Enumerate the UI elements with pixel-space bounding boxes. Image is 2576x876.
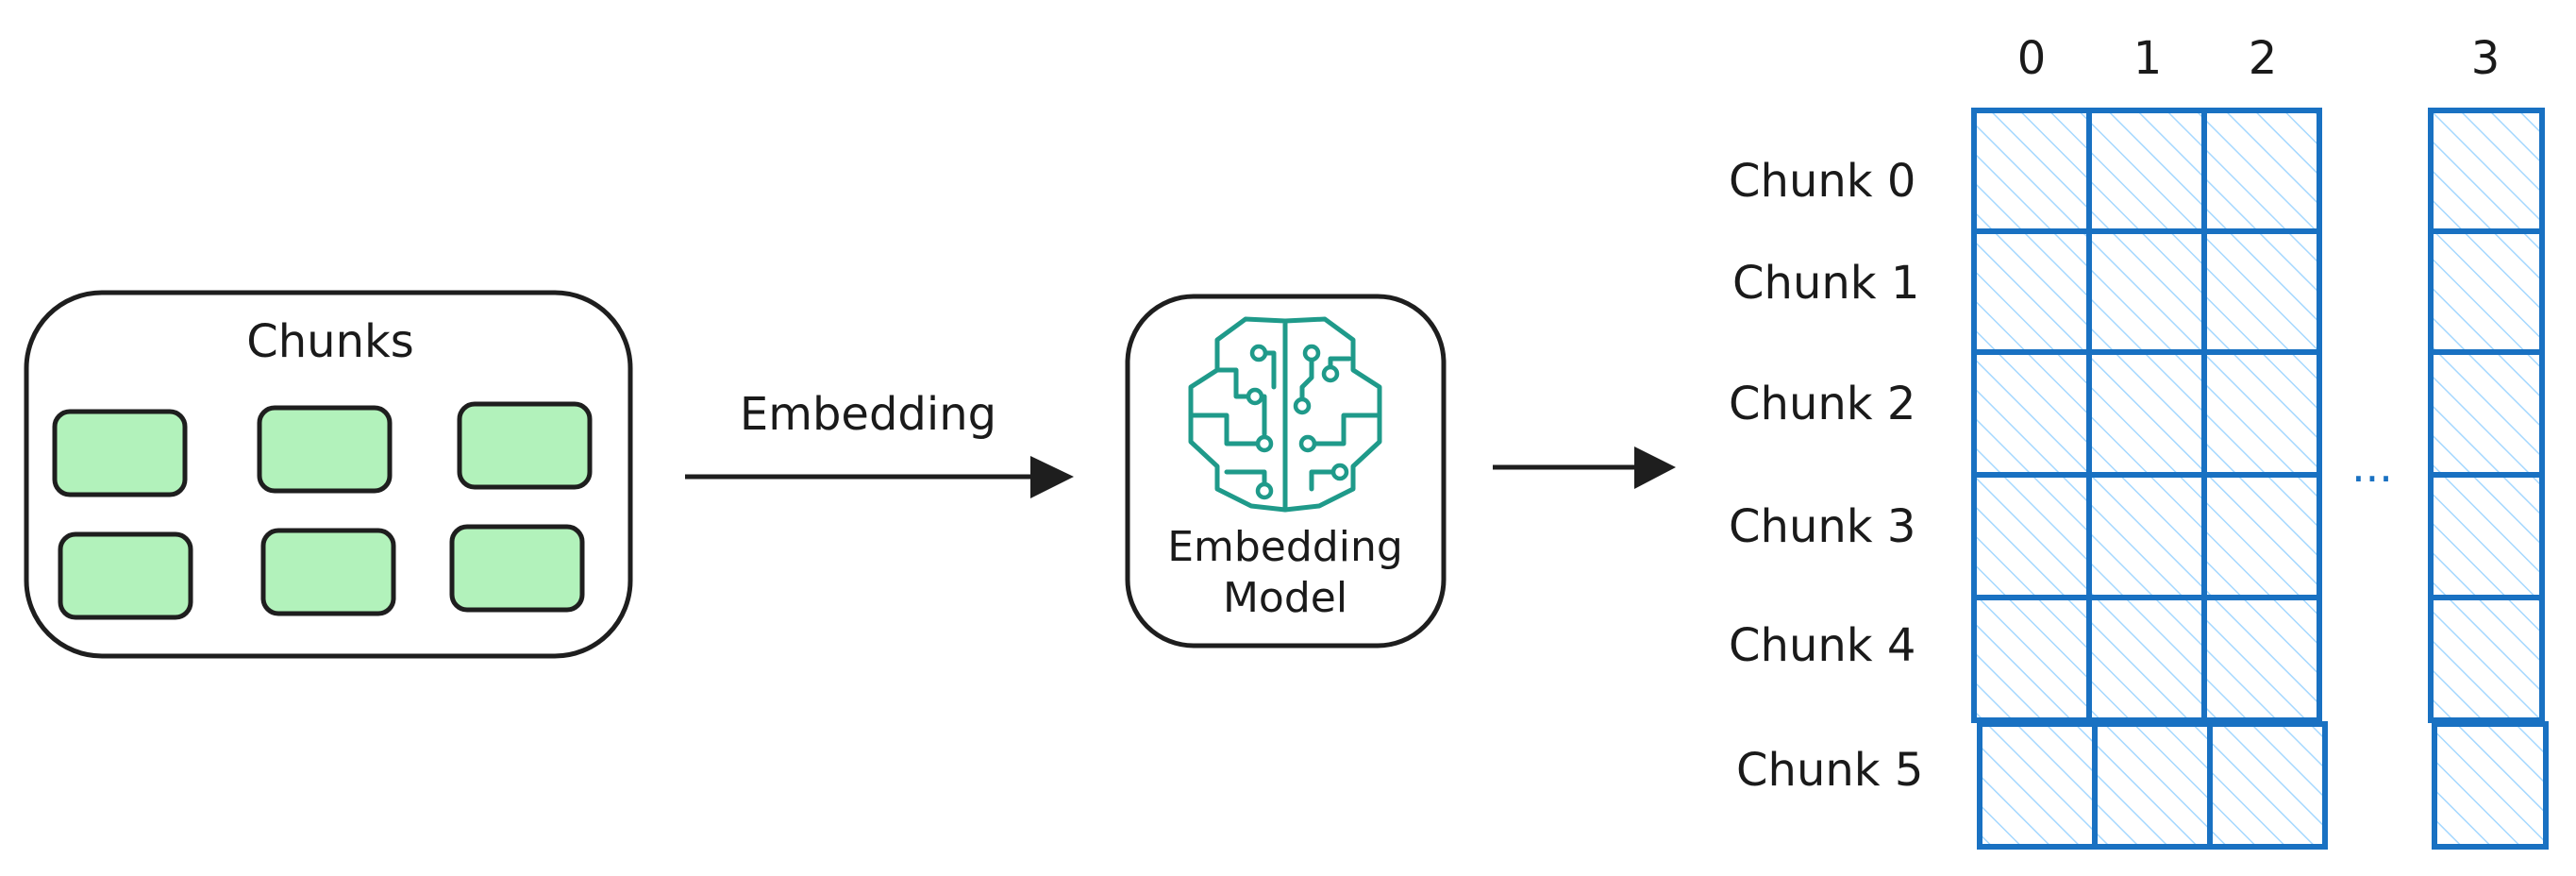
embedding-model: Embedding Model [1125, 294, 1447, 649]
model-label-line2: Model [1223, 574, 1347, 622]
matrix-last-column [2428, 108, 2549, 850]
matrix-cell [1971, 228, 2092, 355]
matrix-cell [2201, 349, 2322, 478]
matrix-cell [2207, 721, 2328, 850]
matrix-cell [2201, 228, 2322, 355]
column-ellipsis: ... [2351, 441, 2393, 492]
row-label: Chunk 5 [1736, 744, 1923, 797]
chunks-title: Chunks [246, 315, 414, 368]
matrix-cell [1971, 595, 2092, 723]
row-label: Chunk 1 [1732, 257, 1919, 310]
embedding-matrix: 0 1 2 3 Chunk 0 Chunk 1 Chunk 2 Chunk 3 … [1729, 32, 2549, 850]
matrix-cell [2428, 349, 2545, 478]
matrix-cell [2428, 595, 2545, 723]
arrow-head-icon [1634, 446, 1676, 489]
chunk-tile [449, 524, 585, 613]
matrix-cell [1971, 349, 2092, 478]
matrix-cell [2201, 595, 2322, 723]
matrix-cell [2432, 721, 2549, 850]
chunk-tile [260, 528, 396, 616]
matrix-cell [2201, 472, 2322, 600]
arrow-head-icon [1030, 456, 1074, 498]
row-label: Chunk 0 [1729, 155, 1915, 208]
output-arrow [1493, 446, 1676, 489]
chunk-tile [52, 409, 188, 497]
chunk-tile [58, 531, 193, 620]
column-header: 3 [2471, 32, 2501, 85]
matrix-cell [1977, 721, 2098, 850]
matrix-cell [1971, 472, 2092, 600]
column-header: 1 [2133, 32, 2163, 85]
column-header: 2 [2249, 32, 2278, 85]
matrix-cell [2086, 228, 2207, 355]
chunk-tile [257, 405, 393, 494]
chunks-container: Chunks [24, 290, 633, 659]
matrix-cell [2086, 108, 2207, 234]
embedding-arrow-label: Embedding [740, 388, 996, 441]
matrix-cell [2092, 721, 2213, 850]
matrix-cell [1971, 108, 2092, 234]
matrix-cell [2428, 228, 2545, 355]
matrix-cell [2428, 108, 2545, 234]
row-label: Chunk 2 [1729, 378, 1915, 430]
matrix-cell [2086, 472, 2207, 600]
row-label: Chunk 3 [1729, 500, 1915, 553]
chunk-tile [457, 401, 593, 490]
matrix-cell [2428, 472, 2545, 600]
column-header: 0 [2017, 32, 2047, 85]
embedding-arrow: Embedding [685, 388, 1074, 498]
matrix-cell [2086, 349, 2207, 478]
row-label: Chunk 4 [1729, 619, 1915, 672]
matrix-cell [2201, 108, 2322, 234]
matrix-grid [1971, 108, 2328, 850]
matrix-cell [2086, 595, 2207, 723]
brain-circuit-icon [1188, 316, 1382, 513]
model-label-line1: Embedding [1167, 523, 1403, 571]
